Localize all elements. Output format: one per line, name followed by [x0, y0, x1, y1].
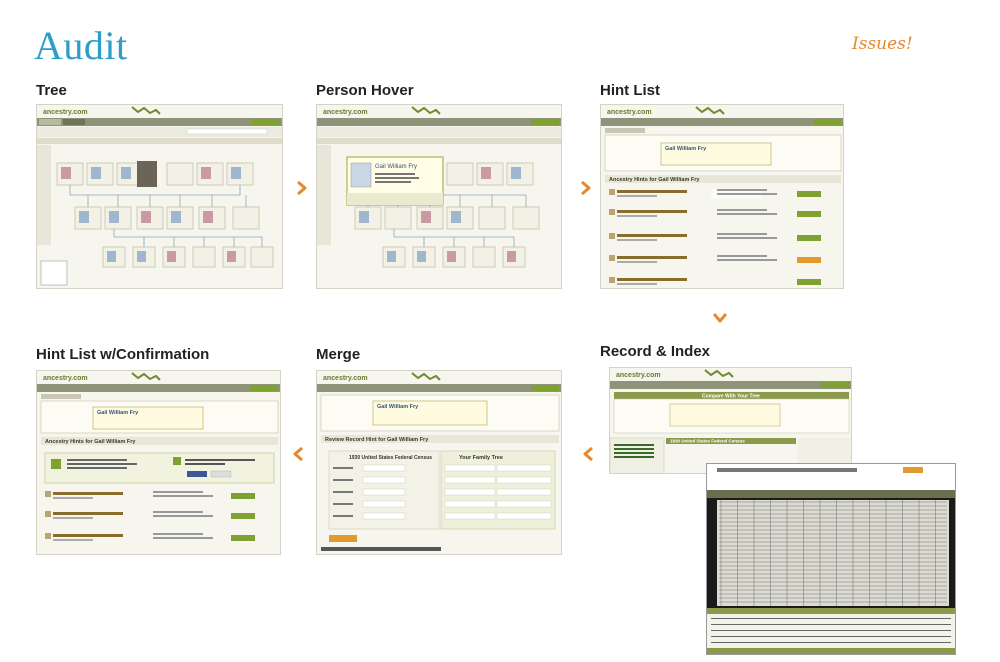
chevron-left-icon: [290, 446, 306, 462]
tree-screenshot[interactable]: ancestry.com: [36, 104, 283, 289]
family-tree-heading: Your Family Tree: [459, 455, 503, 461]
compare-heading: Compare With Your Tree: [702, 394, 760, 400]
census-heading: 1930 United States Federal Census: [670, 439, 745, 444]
hint-list-confirmation-label: Hint List w/Confirmation: [36, 346, 210, 363]
hint-person-name: Gail William Fry: [97, 410, 139, 416]
person-hover-screenshot[interactable]: ancestry.com Gail William Fry: [316, 104, 562, 289]
person-hover-label: Person Hover: [316, 82, 414, 99]
brand-logo: ancestry.com: [607, 109, 652, 116]
brand-logo: ancestry.com: [616, 372, 661, 379]
page-title: Audit: [34, 23, 128, 68]
tree-label: Tree: [36, 82, 67, 99]
chevron-left-icon: [580, 446, 596, 462]
hints-heading: Ancestry Hints for Gail William Fry: [609, 177, 700, 183]
chevron-right-icon: [578, 180, 594, 196]
chevron-right-icon: [294, 180, 310, 196]
hints-heading: Ancestry Hints for Gail William Fry: [45, 439, 136, 445]
merge-heading: Review Record Hint for Gail William Fry: [325, 437, 429, 443]
census-subheading: 1930 United States Federal Census: [349, 455, 432, 461]
chevron-down-icon: [712, 310, 728, 326]
hint-list-label: Hint List: [600, 82, 660, 99]
brand-logo: ancestry.com: [323, 109, 368, 116]
popup-person-name: Gail William Fry: [375, 164, 417, 170]
merge-person-name: Gail William Fry: [377, 404, 419, 410]
hint-rows: [45, 491, 255, 541]
brand-logo: ancestry.com: [43, 109, 88, 116]
record-index-screenshot[interactable]: ancestry.com Compare With Your Tree 1930…: [609, 367, 852, 474]
hint-list-confirmation-screenshot[interactable]: ancestry.com Gail William Fry Ancestry H…: [36, 370, 281, 555]
merge-label: Merge: [316, 346, 361, 363]
record-index-label: Record & Index: [600, 343, 711, 360]
hint-person-name: Gail William Fry: [665, 146, 707, 152]
brand-logo: ancestry.com: [323, 375, 368, 382]
merge-screenshot[interactable]: ancestry.com Gail William Fry Review Rec…: [316, 370, 562, 555]
brand-logo: ancestry.com: [43, 375, 88, 382]
issues-link[interactable]: Issues!: [852, 34, 913, 54]
census-image-viewer[interactable]: [706, 463, 956, 655]
hint-list-screenshot[interactable]: ancestry.com Gail William Fry Ancestry H…: [600, 104, 844, 289]
